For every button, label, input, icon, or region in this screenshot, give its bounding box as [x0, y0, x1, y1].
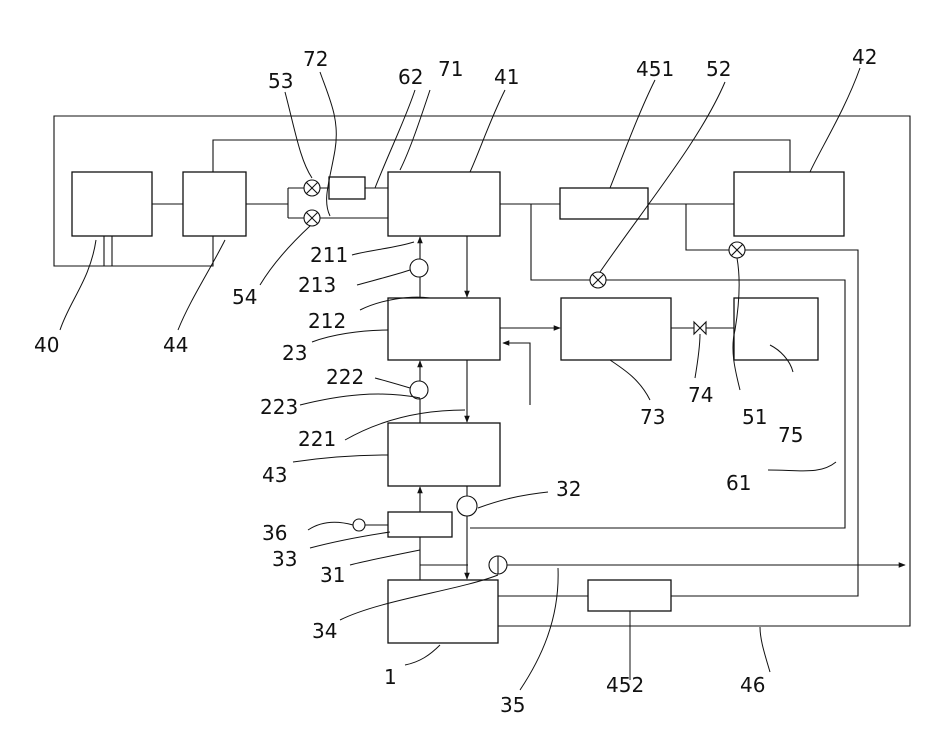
label-31: 31	[320, 563, 345, 587]
pump-213	[410, 259, 428, 277]
valve-52	[590, 272, 606, 288]
label-222: 222	[326, 365, 364, 389]
component-40	[72, 172, 152, 236]
label-213: 213	[298, 273, 336, 297]
component-33	[388, 512, 452, 537]
component-41	[388, 172, 500, 236]
label-32: 32	[556, 477, 581, 501]
label-40: 40	[34, 333, 59, 357]
label-452: 452	[606, 673, 644, 697]
component-1	[388, 580, 498, 643]
label-51: 51	[742, 405, 767, 429]
label-33: 33	[272, 547, 297, 571]
label-41: 41	[494, 65, 519, 89]
label-211: 211	[310, 243, 348, 267]
label-74: 74	[688, 383, 713, 407]
label-62: 62	[398, 65, 423, 89]
valve-74	[694, 322, 706, 334]
label-42: 42	[852, 45, 877, 69]
label-35: 35	[500, 693, 525, 717]
label-46: 46	[740, 673, 765, 697]
label-54: 54	[232, 285, 257, 309]
component-42	[734, 172, 844, 236]
label-71: 71	[438, 57, 463, 81]
label-451: 451	[636, 57, 674, 81]
label-43: 43	[262, 463, 287, 487]
label-223: 223	[260, 395, 298, 419]
sensor-36	[353, 519, 365, 531]
label-44: 44	[163, 333, 188, 357]
component-75	[734, 298, 818, 360]
label-52: 52	[706, 57, 731, 81]
valve-54	[304, 210, 320, 226]
component-452	[588, 580, 671, 611]
valve-34	[489, 556, 507, 574]
component-44	[183, 172, 246, 236]
component-451	[560, 188, 648, 219]
valve-53	[304, 180, 320, 196]
label-61: 61	[726, 471, 751, 495]
label-212: 212	[308, 309, 346, 333]
pump-32	[457, 496, 477, 516]
label-221: 221	[298, 427, 336, 451]
label-75: 75	[778, 423, 803, 447]
component-23	[388, 298, 500, 360]
component-62	[329, 177, 365, 199]
label-36: 36	[262, 521, 287, 545]
label-73: 73	[640, 405, 665, 429]
component-43	[388, 423, 500, 486]
label-1: 1	[384, 665, 397, 689]
label-72: 72	[303, 47, 328, 71]
component-73	[561, 298, 671, 360]
valve-51	[729, 242, 745, 258]
label-23: 23	[282, 341, 307, 365]
label-53: 53	[268, 69, 293, 93]
label-34: 34	[312, 619, 337, 643]
